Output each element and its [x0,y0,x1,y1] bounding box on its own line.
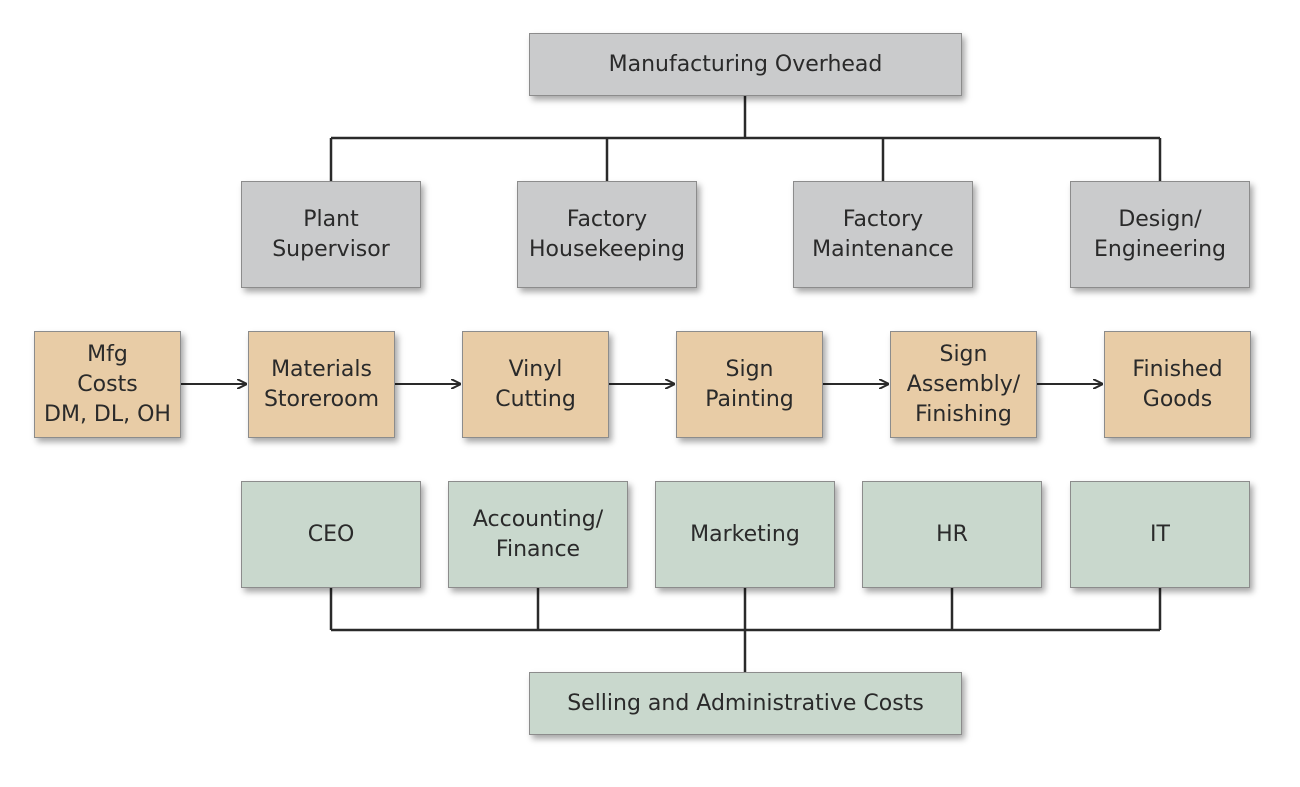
factory-maintenance-box: Factory Maintenance [793,181,973,288]
selling-administrative-costs-label: Selling and Administrative Costs [567,690,924,716]
design-engineering-label: Design/ Engineering [1094,206,1226,262]
marketing-label: Marketing [690,521,800,547]
ceo-box: CEO [241,481,421,588]
mfg-costs-box: Mfg Costs DM, DL, OH [34,331,181,438]
materials-storeroom-box: Materials Storeroom [248,331,395,438]
sign-painting-label: Sign Painting [705,356,794,412]
materials-storeroom-label: Materials Storeroom [263,356,380,412]
plant-supervisor-label: Plant Supervisor [272,206,390,262]
hr-label: HR [936,521,968,547]
factory-housekeeping-box: Factory Housekeeping [517,181,697,288]
accounting-finance-box: Accounting/ Finance [448,481,628,588]
it-box: IT [1070,481,1250,588]
manufacturing-overhead-label: Manufacturing Overhead [608,51,883,77]
it-label: IT [1150,521,1170,547]
vinyl-cutting-box: Vinyl Cutting [462,331,609,438]
design-engineering-box: Design/ Engineering [1070,181,1250,288]
vinyl-cutting-label: Vinyl Cutting [495,356,576,412]
selling-administrative-costs-box: Selling and Administrative Costs [529,672,962,735]
accounting-finance-label: Accounting/ Finance [472,506,604,562]
sign-assembly-finishing-label: Sign Assembly/ Finishing [906,341,1021,427]
sign-assembly-finishing-box: Sign Assembly/ Finishing [890,331,1037,438]
selling-connectors [329,587,1162,672]
factory-housekeeping-label: Factory Housekeeping [529,206,685,262]
finished-goods-box: Finished Goods [1104,331,1251,438]
marketing-box: Marketing [655,481,835,588]
mfg-costs-label: Mfg Costs DM, DL, OH [44,341,171,427]
sign-painting-box: Sign Painting [676,331,823,438]
manufacturing-overhead-box: Manufacturing Overhead [529,33,962,96]
overhead-connectors [329,96,1162,181]
finished-goods-label: Finished Goods [1132,356,1223,412]
factory-maintenance-label: Factory Maintenance [812,206,954,262]
plant-supervisor-box: Plant Supervisor [241,181,421,288]
hr-box: HR [862,481,1042,588]
ceo-label: CEO [307,521,355,547]
